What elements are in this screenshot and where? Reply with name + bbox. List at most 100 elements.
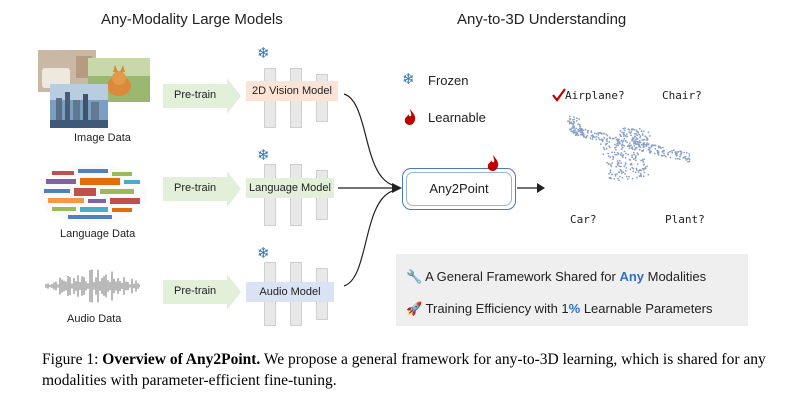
- heading-any-modality: Any-Modality Large Models: [101, 11, 283, 28]
- point-cloud-dot: [574, 129, 577, 131]
- point-cloud-dot: [611, 162, 613, 165]
- point-cloud-dot: [642, 175, 645, 178]
- flame-icon: [404, 109, 416, 125]
- point-cloud-dot: [593, 132, 596, 135]
- point-cloud-dot: [641, 167, 644, 170]
- point-cloud-dot: [657, 153, 660, 156]
- point-cloud-dot: [622, 139, 625, 142]
- point-cloud-dot: [573, 116, 575, 118]
- point-cloud-dot: [614, 146, 616, 149]
- point-cloud-dot: [619, 142, 621, 145]
- point-cloud-dot: [688, 153, 691, 155]
- point-cloud-dot: [580, 130, 582, 132]
- point-cloud-dot: [632, 141, 635, 143]
- point-cloud-dot: [569, 128, 571, 131]
- point-cloud-dot: [626, 178, 629, 180]
- point-cloud-dot: [629, 132, 632, 135]
- point-cloud-dot: [643, 171, 646, 174]
- point-cloud-dot: [619, 165, 622, 168]
- point-cloud-dot: [637, 141, 639, 144]
- point-cloud-dot: [634, 159, 637, 162]
- point-cloud-dot: [639, 146, 642, 148]
- point-cloud-dot: [646, 165, 648, 168]
- point-cloud-dot: [631, 137, 634, 139]
- point-cloud-dot: [613, 151, 616, 154]
- point-cloud-dot: [578, 127, 581, 130]
- point-cloud-dot: [631, 166, 634, 169]
- point-cloud-dot: [608, 141, 611, 143]
- point-cloud-dot: [625, 133, 628, 136]
- point-cloud-dot: [669, 150, 671, 153]
- rocket-icon: 🚀: [406, 301, 423, 316]
- point-cloud-dot: [649, 147, 651, 149]
- point-cloud-dot: [638, 141, 641, 144]
- point-cloud-dot: [636, 134, 638, 137]
- point-cloud-dot: [640, 143, 643, 146]
- point-cloud-dot: [609, 156, 612, 159]
- point-cloud-dot: [595, 135, 598, 138]
- point-cloud-dot: [634, 157, 637, 160]
- point-cloud-dot: [647, 143, 649, 146]
- point-cloud-dot: [636, 176, 638, 179]
- point-cloud-dot: [638, 148, 641, 151]
- point-cloud-dot: [667, 151, 670, 154]
- point-cloud-dot: [634, 132, 636, 135]
- point-cloud-dot: [620, 172, 623, 174]
- point-cloud-dot: [676, 157, 679, 160]
- point-cloud-dot: [618, 159, 621, 162]
- point-cloud-dot: [634, 135, 636, 138]
- point-cloud-dot: [671, 150, 673, 152]
- point-cloud-dot: [618, 141, 621, 143]
- point-cloud-dot: [624, 173, 626, 175]
- point-cloud-dot: [659, 146, 662, 149]
- point-cloud-dot: [614, 173, 616, 176]
- point-cloud-dot: [620, 144, 623, 147]
- point-cloud-dot: [586, 131, 589, 134]
- caption-text: We propose a general framework for any-t…: [42, 351, 766, 389]
- point-cloud-dot: [664, 155, 667, 158]
- point-cloud-dot: [684, 155, 687, 158]
- point-cloud-dot: [575, 127, 578, 130]
- point-cloud-dot: [577, 134, 580, 137]
- point-cloud-dot: [621, 177, 624, 179]
- info-line-framework: 🔧 A General Framework Shared for Any Mod…: [406, 269, 707, 284]
- point-cloud-dot: [606, 140, 608, 143]
- point-cloud-dot: [615, 136, 617, 139]
- point-cloud-dot: [688, 155, 691, 157]
- point-cloud-dot: [617, 171, 620, 173]
- point-cloud-dot: [635, 138, 637, 141]
- heading-any-to-3d: Any-to-3D Understanding: [457, 11, 627, 28]
- point-cloud-dot: [586, 135, 588, 137]
- point-cloud-dot: [605, 139, 608, 141]
- converging-arrows: [338, 93, 402, 287]
- point-cloud-dot: [621, 141, 624, 144]
- point-cloud-dot: [569, 118, 571, 120]
- point-cloud-dot: [568, 120, 571, 123]
- point-cloud-dot: [636, 169, 638, 171]
- point-cloud-dot: [609, 164, 612, 166]
- point-cloud-dot: [577, 123, 580, 126]
- point-cloud-dot: [591, 138, 594, 140]
- point-cloud-dot: [628, 145, 630, 147]
- point-cloud-dot: [628, 175, 630, 178]
- point-cloud-dot: [603, 136, 606, 139]
- point-cloud-dot: [619, 129, 622, 132]
- airplane-point-cloud: [567, 115, 691, 182]
- point-cloud-dot: [591, 136, 594, 139]
- point-cloud-dot: [642, 149, 645, 152]
- point-cloud-dot: [635, 155, 637, 157]
- point-cloud-dot: [628, 142, 631, 144]
- point-cloud-dot: [603, 133, 605, 135]
- pretrain-arrow-vision: [163, 78, 241, 114]
- point-cloud-dot: [586, 130, 589, 133]
- point-cloud-dot: [567, 120, 569, 123]
- point-cloud-dot: [616, 142, 619, 145]
- language-model-box: Language Model: [246, 178, 334, 198]
- point-cloud-dot: [676, 151, 678, 153]
- point-cloud-dot: [636, 138, 639, 140]
- point-cloud-dot: [616, 154, 618, 156]
- point-cloud-dot: [638, 127, 641, 130]
- point-cloud-dot: [579, 125, 581, 128]
- point-cloud-dot: [635, 146, 638, 149]
- point-cloud-dot: [630, 129, 633, 131]
